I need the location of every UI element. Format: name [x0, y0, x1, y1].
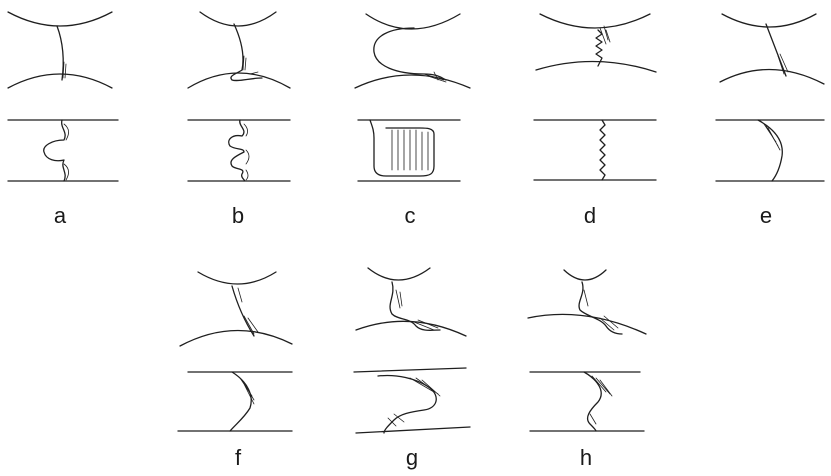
panel-g-side-line	[389, 281, 441, 331]
panel-d-side-view	[535, 13, 657, 73]
panel-a	[7, 11, 119, 182]
panel-e	[715, 13, 825, 182]
panel-c	[354, 13, 471, 182]
panel-e-side-line	[765, 23, 787, 77]
panel-label-d: d	[583, 203, 597, 228]
panel-b-side-line	[230, 23, 263, 82]
panel-a-plan-hatch	[63, 123, 69, 181]
panel-g-plan-hatch	[387, 377, 441, 427]
panel-d-plan-view	[533, 119, 657, 181]
panel-f-side-view	[179, 271, 293, 347]
panel-f-plan-hatch	[239, 377, 255, 405]
panel-e-upper-arc	[721, 13, 817, 28]
panel-b-plan-hatch	[243, 123, 250, 181]
panel-g-side-hatch	[395, 289, 439, 331]
panel-h-side-line	[578, 281, 623, 335]
panel-e-plan-curve	[757, 119, 783, 182]
panel-d-lower-arc	[535, 60, 657, 73]
panel-e-plan-hatch	[763, 123, 781, 151]
panel-e-lower-arc	[719, 68, 825, 85]
panel-h-plan-curve	[583, 371, 602, 432]
panel-b	[187, 11, 291, 182]
panel-f-upper-arc	[197, 271, 277, 285]
panel-c-upper-arc	[365, 13, 461, 30]
panel-f-lower-arc	[179, 329, 293, 347]
panel-label-e: e	[759, 203, 773, 228]
panel-c-plan-hatch	[391, 129, 429, 171]
panel-e-side-hatch	[777, 53, 789, 75]
panel-a-plan-view	[7, 119, 119, 182]
panel-d-side-hatch	[599, 25, 611, 45]
panel-g-upper-arc	[367, 267, 431, 281]
panel-d-upper-arc	[539, 13, 651, 29]
panel-h-upper-arc	[563, 269, 607, 281]
panel-h-plan-view	[529, 371, 645, 432]
panel-c-lower-arc	[354, 74, 471, 89]
panel-c-side-hatch	[423, 71, 447, 83]
panel-b-plan-curve	[228, 119, 246, 182]
panel-b-lower-arc	[187, 72, 291, 89]
panel-c-plan-view	[357, 119, 461, 182]
panel-g-side-view	[355, 267, 467, 337]
panel-c-side-view	[354, 13, 471, 89]
panel-label-a: a	[53, 203, 67, 228]
panel-b-upper-arc	[199, 11, 277, 27]
panel-a-lower-arc	[7, 73, 113, 89]
panel-a-upper-arc	[7, 11, 113, 27]
panel-g-top-line	[353, 367, 467, 373]
panel-b-side-hatch	[242, 55, 259, 75]
panel-a-side-view	[7, 11, 113, 89]
panel-h-lower-arc	[527, 313, 647, 335]
panel-a-side-hatch	[62, 61, 67, 79]
panel-d	[533, 13, 657, 181]
panel-g-plan-view	[353, 367, 471, 434]
panel-f	[177, 271, 293, 432]
panel-h-plan-hatch	[589, 375, 613, 425]
panel-g-plan-curve	[377, 374, 437, 434]
panel-b-plan-view	[187, 119, 291, 182]
panel-label-c: c	[404, 203, 416, 228]
panel-a-plan-curve	[43, 119, 66, 182]
panel-d-plan-zigzag	[599, 119, 606, 181]
panel-b-side-view	[187, 11, 291, 89]
panel-g	[353, 267, 471, 434]
panel-a-side-line	[56, 25, 64, 81]
panel-d-side-zigzag	[595, 29, 603, 67]
panel-h-side-view	[527, 269, 647, 335]
panel-c-side-line	[373, 27, 447, 81]
panel-g-lower-arc	[355, 320, 467, 337]
panel-c-plan-curve	[369, 119, 435, 177]
panel-label-g: g	[405, 445, 419, 470]
panel-f-plan-view	[177, 371, 293, 432]
panel-label-b: b	[231, 203, 245, 228]
panel-label-f: f	[234, 445, 242, 470]
panel-h-side-hatch	[583, 289, 619, 331]
panel-g-bottom-line	[355, 426, 471, 434]
panel-f-plan-curve	[229, 371, 252, 432]
panel-f-side-line	[231, 285, 255, 337]
panel-e-plan-view	[715, 119, 825, 182]
panel-e-side-view	[719, 13, 825, 85]
panel-label-h: h	[579, 445, 593, 470]
panel-h	[527, 269, 647, 432]
panel-f-side-hatch	[237, 287, 259, 335]
